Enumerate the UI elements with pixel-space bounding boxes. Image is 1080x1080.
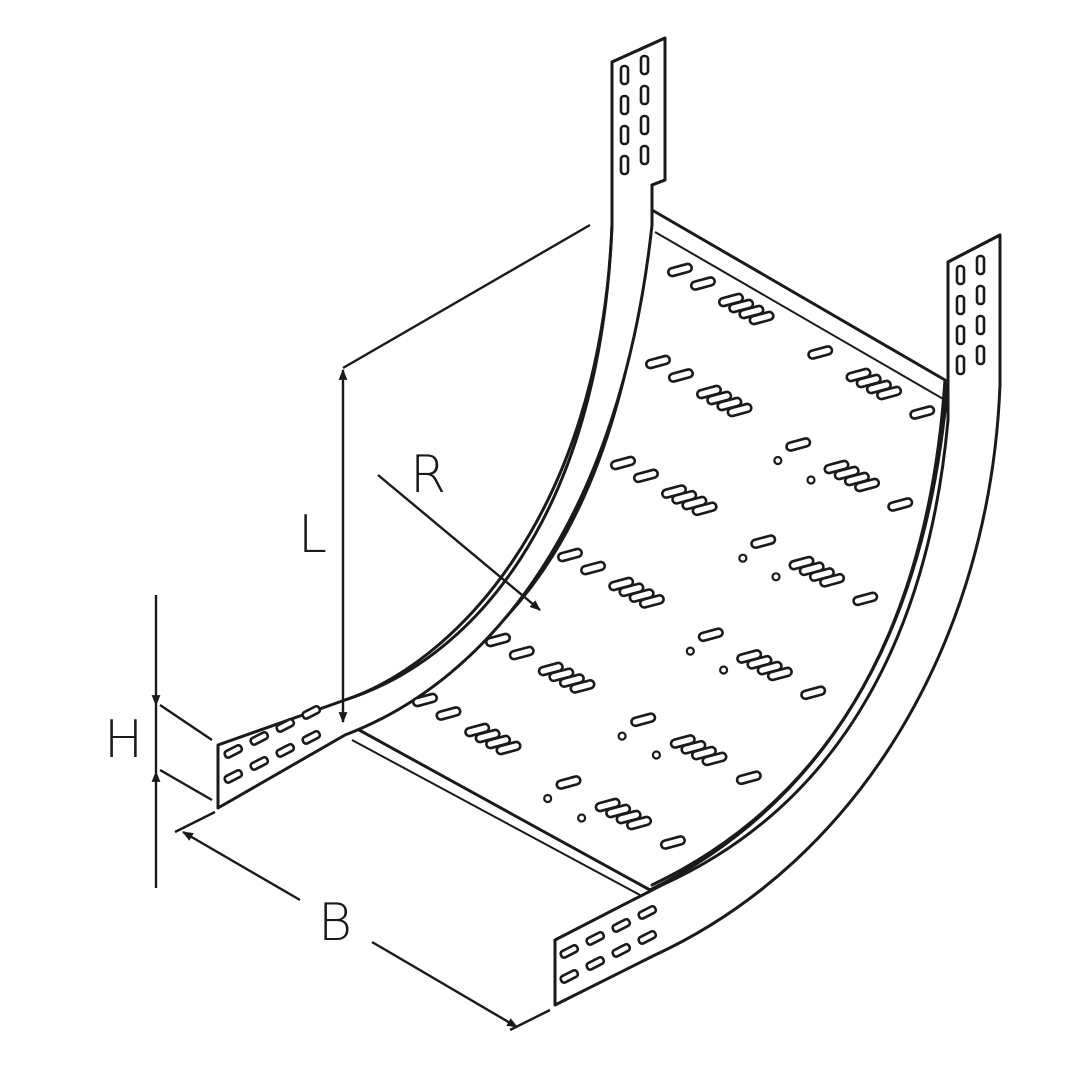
b-dimension-arrow-right xyxy=(371,940,518,1029)
floor-hole xyxy=(543,793,553,804)
floor-slot xyxy=(785,437,812,452)
floor-slot xyxy=(644,354,672,370)
label-b: B xyxy=(318,893,352,953)
label-l: L xyxy=(298,505,327,565)
floor-slot xyxy=(735,770,762,786)
floor-slot xyxy=(630,712,657,728)
floor-slot xyxy=(667,368,694,383)
b-dimension-arrow-left xyxy=(182,830,301,902)
outer-wall-front-edge xyxy=(946,233,1002,264)
dimension-labels: R L H B xyxy=(104,445,446,953)
floor-slot xyxy=(701,751,728,767)
floor-slot xyxy=(766,666,793,682)
top-right-plate-slots xyxy=(955,254,986,376)
tray-body xyxy=(216,36,1002,1007)
outer-side-wall xyxy=(553,233,1002,1007)
floor-slot xyxy=(659,835,686,850)
floor-slot xyxy=(876,385,903,401)
bottom-right-plate-slots xyxy=(559,904,658,984)
floor-hole xyxy=(718,665,729,675)
floor-hole xyxy=(806,475,816,485)
floor-slot xyxy=(411,692,439,708)
floor-rail-top xyxy=(654,231,946,401)
label-h: H xyxy=(104,710,143,770)
top-left-plate-slots xyxy=(619,54,650,176)
inner-side-wall xyxy=(216,36,667,810)
floor-slot xyxy=(819,572,846,588)
floor-slot xyxy=(484,632,512,648)
floor-slot xyxy=(632,468,659,484)
floor-hole xyxy=(771,572,781,582)
floor-slot xyxy=(750,534,777,550)
floor-slot xyxy=(638,594,665,609)
floor-hole xyxy=(685,646,695,656)
floor-hole xyxy=(738,553,748,563)
r-radius-arrow xyxy=(377,474,541,611)
floor-slot xyxy=(569,679,596,694)
floor-hole xyxy=(773,455,783,466)
dimension-lines xyxy=(151,223,591,1032)
floor-rail-bottom xyxy=(351,739,641,896)
floor-slot xyxy=(748,310,775,326)
floor-slot xyxy=(697,627,724,643)
label-r: R xyxy=(410,445,446,505)
floor-slot xyxy=(625,815,653,831)
floor-slot xyxy=(495,740,522,756)
floor-slot xyxy=(666,262,694,278)
extension-line-h-lower xyxy=(159,768,213,802)
floor-slot xyxy=(435,706,462,721)
inner-wall-front-edge xyxy=(610,36,667,64)
floor-slot xyxy=(508,645,535,661)
floor-hole xyxy=(617,731,627,741)
floor-slot xyxy=(854,477,881,493)
floor-slot xyxy=(807,345,834,360)
floor-slot xyxy=(609,455,637,471)
floor-slot xyxy=(580,560,607,576)
floor-hole xyxy=(651,750,662,760)
bottom-left-plate-slots xyxy=(223,704,322,784)
floor-perforations xyxy=(411,262,936,850)
floor-slot xyxy=(887,497,914,512)
floor-hole xyxy=(576,813,587,823)
extension-line-b-left xyxy=(174,810,216,834)
inner-wall-top-edge xyxy=(650,178,667,187)
floor-slot xyxy=(909,405,936,420)
floor-slot xyxy=(556,547,584,563)
outer-wall-inner-edge xyxy=(650,378,950,887)
floor-slot xyxy=(726,402,753,418)
floor-slot xyxy=(852,591,879,607)
floor-slot xyxy=(800,685,827,701)
inner-wall-curve xyxy=(343,223,614,702)
extension-line-top xyxy=(342,223,591,370)
floor-slot xyxy=(691,501,718,517)
floor-slot xyxy=(689,276,716,291)
floor-slot xyxy=(555,775,582,790)
extension-line-h-upper xyxy=(159,704,213,741)
